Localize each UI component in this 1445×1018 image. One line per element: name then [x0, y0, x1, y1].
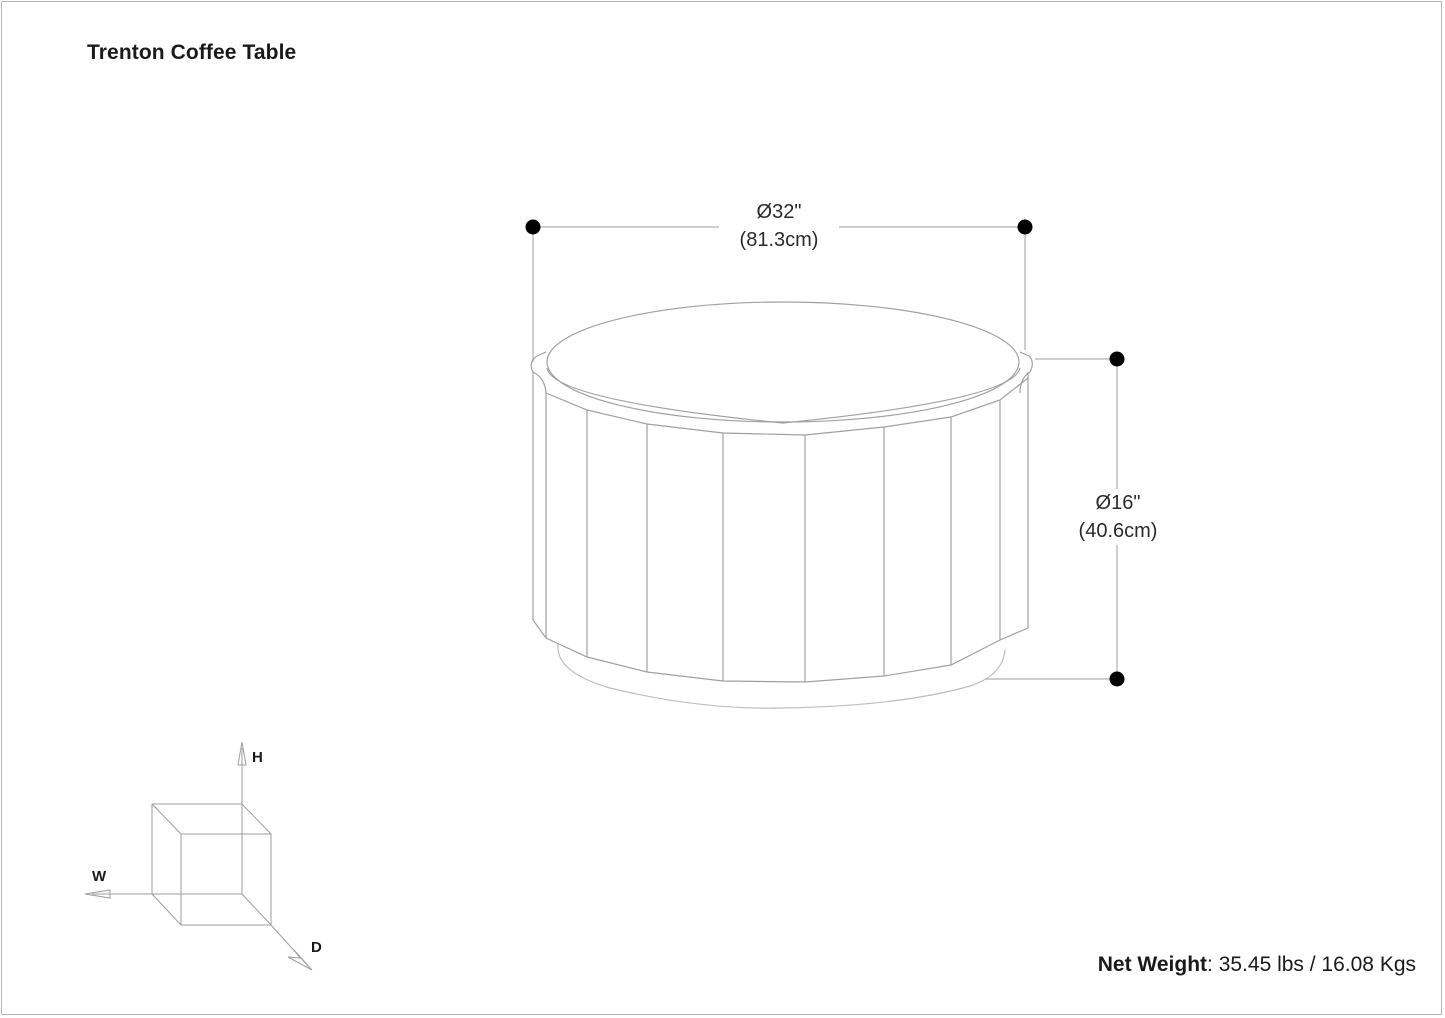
- height-label: Ø16" (40.6cm): [1058, 489, 1178, 545]
- dimension-dot-icon: [1109, 671, 1125, 687]
- orientation-cube: [84, 741, 313, 971]
- net-weight-label: Net Weight: [1097, 953, 1208, 976]
- axis-label-depth: D: [311, 939, 322, 956]
- diameter-imperial: Ø32": [756, 201, 802, 223]
- axis-label-height: H: [252, 749, 263, 766]
- product-title: Trenton Coffee Table: [87, 41, 297, 64]
- table-outline: [530, 301, 1033, 709]
- height-imperial: Ø16": [1095, 492, 1141, 514]
- net-weight: Net Weight: 35.45 lbs / 16.08 Kgs: [1098, 953, 1416, 977]
- net-weight-separator: :: [1207, 953, 1213, 976]
- diameter-metric: (81.3cm): [739, 229, 819, 251]
- axis-label-width: W: [92, 868, 107, 885]
- dimension-dot-icon: [1109, 351, 1125, 367]
- dimension-dot-icon: [525, 219, 541, 235]
- net-weight-value: 35.45 lbs / 16.08 Kgs: [1212, 953, 1416, 976]
- height-metric: (40.6cm): [1078, 520, 1158, 542]
- diameter-label: Ø32" (81.3cm): [719, 198, 839, 254]
- dimension-dot-icon: [1017, 219, 1033, 235]
